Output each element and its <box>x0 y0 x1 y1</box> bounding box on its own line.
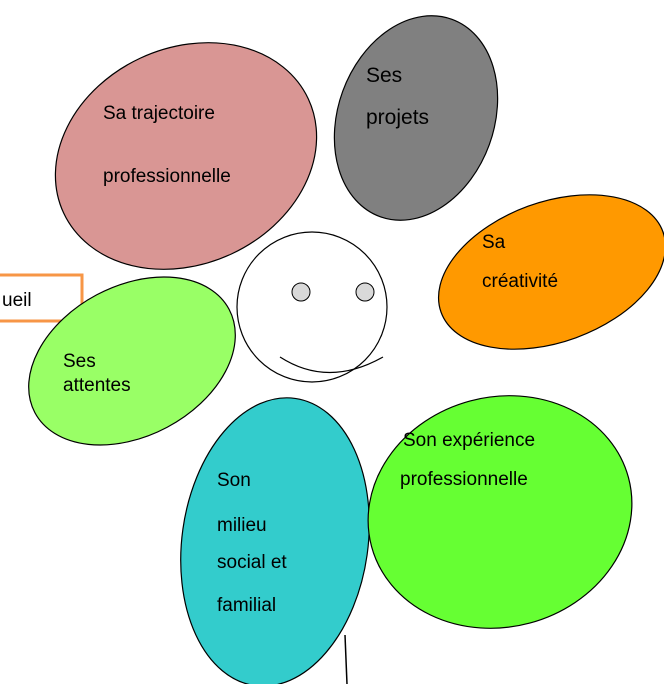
petal-shape <box>437 194 664 350</box>
petal-shape <box>28 276 236 446</box>
petal-label: Son expérience professionnelle <box>400 430 540 490</box>
side-box: ueil <box>0 273 84 323</box>
stem-line <box>344 634 348 684</box>
face <box>236 231 388 383</box>
petal-milieu: Son milieu social et familial <box>180 397 370 684</box>
petal-label: Sa trajectoire professionnelle <box>103 103 231 187</box>
petal-label: Ses projets <box>366 64 429 129</box>
petal-trajectoire: Sa trajectoire professionnelle <box>54 42 318 270</box>
left-eye-icon <box>291 282 311 302</box>
petal-shape <box>180 397 370 684</box>
petal-creativite: Sa créativité <box>437 194 664 350</box>
petal-shape <box>54 42 318 270</box>
petal-projets: Ses projets <box>333 15 499 221</box>
petal-attentes: Ses attentes <box>28 276 236 446</box>
petal-shape <box>333 15 499 221</box>
petal-experience: Son expérience professionnelle <box>367 395 633 629</box>
petal-label: Sa créativité <box>482 232 558 292</box>
side-box-label: ueil <box>2 290 32 311</box>
petal-label: Son milieu social et familial <box>217 470 292 616</box>
petal-shape <box>367 395 633 629</box>
smile-mouth <box>279 356 384 373</box>
face-circle <box>236 231 388 383</box>
petal-label: Ses attentes <box>63 351 131 396</box>
right-eye-icon <box>355 282 375 302</box>
